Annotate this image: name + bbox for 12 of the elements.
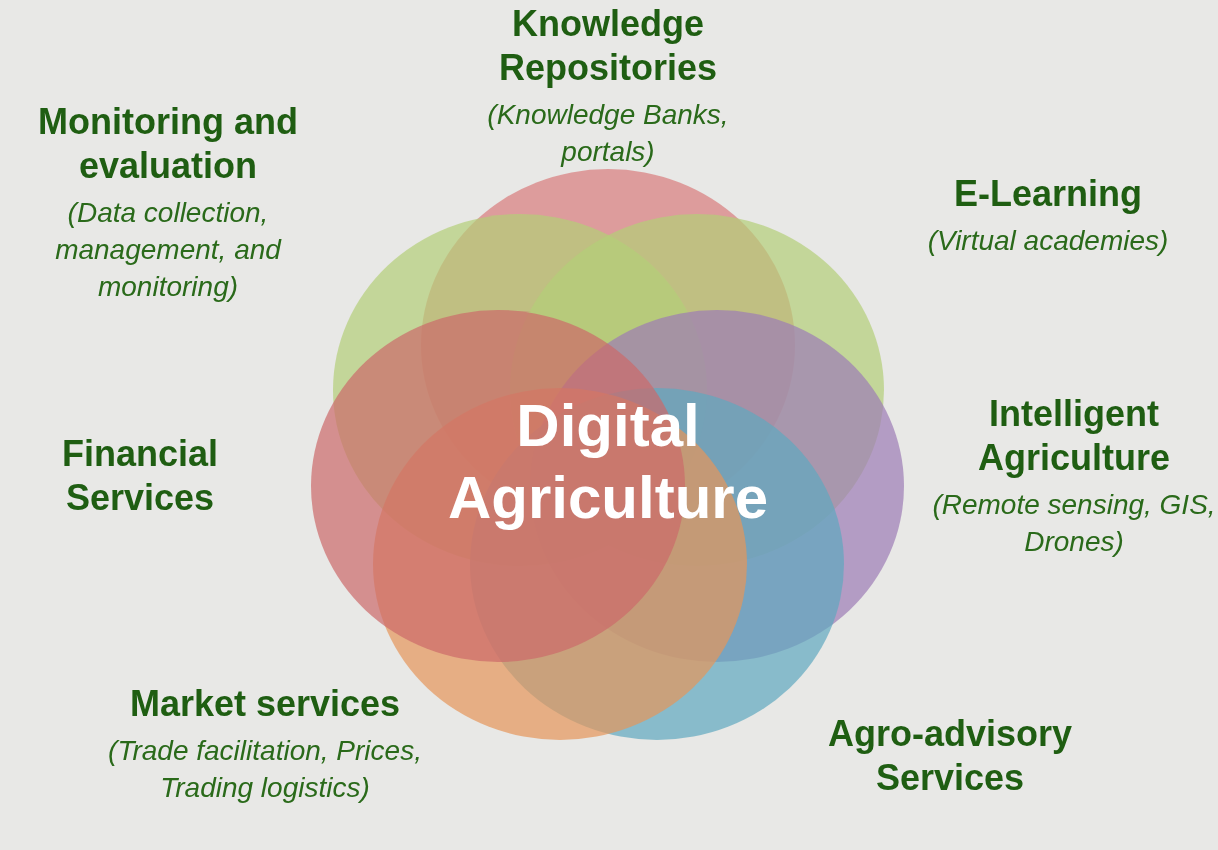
- subtitle: (Data collection, management, and monitoring): [54, 196, 283, 304]
- subtitle: (Virtual academies): [927, 224, 1169, 258]
- subtitle: (Remote sensing, GIS, Drones): [931, 488, 1217, 559]
- heading: Agro-advisory Services: [826, 712, 1074, 800]
- heading: Knowledge Repositories: [497, 2, 719, 90]
- heading: Market services: [129, 682, 401, 726]
- heading: Monitoring and evaluation: [37, 100, 299, 188]
- heading: E-Learning: [954, 172, 1142, 216]
- heading: Intelligent Agriculture: [977, 392, 1171, 480]
- subtitle: (Trade facilitation, Prices, Trading logistics): [107, 734, 423, 805]
- heading: Financial Services: [60, 432, 219, 520]
- subtitle: (Knowledge Banks, portals): [486, 98, 730, 169]
